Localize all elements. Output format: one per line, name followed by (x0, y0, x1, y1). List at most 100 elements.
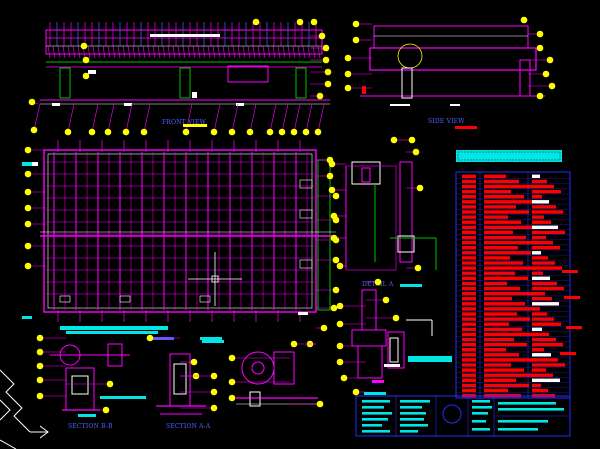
bom-cell-mark (484, 184, 532, 189)
bom-cell-mark (462, 286, 476, 291)
bom-cell-mark (484, 235, 526, 240)
truss-diagonal (282, 45, 286, 59)
bom-cell-mark (484, 322, 509, 326)
truss-diagonal (202, 45, 206, 59)
callout-bubble (548, 82, 556, 90)
truss-diagonal (107, 45, 111, 59)
bom-cell-mark (462, 291, 476, 296)
callout-bubble (352, 388, 360, 396)
truss-diagonal (77, 45, 81, 59)
crosshair-cursor-icon[interactable] (188, 252, 242, 306)
bom-cell-mark (484, 353, 519, 357)
bom-cell-mark (484, 297, 512, 301)
ucs-axis-icon (0, 369, 49, 449)
callout-bubble (30, 126, 38, 134)
bom-cell-mark (532, 271, 543, 275)
bom-cell-mark (462, 246, 476, 250)
title-block-text-line (362, 424, 382, 427)
plan-fitting (119, 295, 131, 303)
title-block-text-line (362, 412, 392, 415)
truss-diagonal (172, 45, 176, 59)
callout-bubble (318, 32, 326, 40)
callout-bubble (336, 302, 344, 310)
callout-bubble (328, 186, 336, 194)
bom-cell-mark (484, 363, 511, 367)
callout-bubble (64, 128, 72, 136)
callout-bubble (316, 400, 324, 408)
bom-cell-mark (532, 235, 546, 240)
callout-bubble (182, 128, 190, 136)
title-block-text-line (400, 406, 422, 409)
callout-bubble (352, 20, 360, 28)
leader-line (185, 103, 193, 133)
truss-diagonal (222, 45, 226, 59)
section-b-label: SECTION B-B (68, 423, 113, 430)
bom-cell-mark (462, 337, 476, 342)
truss-diagonal (97, 45, 101, 59)
title-block-text-line (364, 392, 386, 395)
bom-cell-mark (484, 332, 535, 337)
title-block-text-line (362, 430, 390, 433)
callout-bubble (210, 388, 218, 396)
bom-cell-mark (484, 388, 508, 393)
detail-a-callout-bubbles (328, 136, 424, 272)
callout-bubble (278, 128, 286, 136)
bom-cell-mark (462, 220, 476, 224)
callout-bubble (246, 128, 254, 136)
leader-line (91, 103, 99, 133)
truss-diagonal (87, 45, 91, 59)
bom-cell-mark (462, 312, 476, 316)
bom-cell-mark (462, 363, 476, 367)
bom-cell-mark (532, 251, 541, 255)
truss-diagonal (307, 45, 311, 59)
truss-diagonal (112, 45, 116, 59)
callout-bubble (414, 264, 422, 272)
truss-diagonal (52, 45, 56, 59)
callout-bubble (302, 128, 310, 136)
callout-bubble (210, 128, 218, 136)
callout-bubble (28, 98, 36, 106)
title-block-text-lines (362, 392, 564, 433)
bom-cell-mark (462, 281, 476, 286)
bom-cell-mark (532, 348, 544, 352)
callout-bubble (328, 160, 336, 168)
side-view-label: SIDE VIEW (428, 118, 465, 125)
truss-diagonal (177, 45, 181, 59)
truss-diagonal (232, 45, 236, 59)
title-block-text-line (472, 406, 492, 409)
callout-bubble (326, 172, 334, 180)
bom-cell-mark (532, 383, 541, 388)
bom-cell-mark (532, 215, 544, 219)
callout-bubble (332, 286, 340, 294)
bom-cell-mark (484, 312, 517, 316)
bom-cell-mark (462, 353, 476, 357)
bom-cell-mark (562, 270, 578, 273)
bom-cell-mark (532, 205, 556, 209)
truss-diagonal (207, 45, 211, 59)
bom-cell-mark (532, 281, 557, 286)
truss-diagonal (137, 45, 141, 59)
front-view-callout-bubbles (28, 18, 332, 136)
bom-cell-mark (532, 276, 550, 280)
callout-bubble (332, 256, 340, 264)
title-block-text-line (472, 428, 490, 431)
callout-bubble (290, 340, 298, 348)
bom-cell-mark (532, 388, 548, 393)
leader-line (231, 103, 239, 133)
bom-cell-mark (484, 348, 506, 352)
bom-cell-mark (462, 302, 476, 306)
bom-cell-mark (462, 215, 476, 219)
truss-diagonal (287, 45, 291, 59)
title-block-text-line (498, 420, 548, 423)
bom-cell-mark (564, 296, 580, 299)
callout-bubble (210, 372, 218, 380)
bom-cell-mark (532, 286, 564, 291)
title-block-text-line (400, 424, 428, 427)
callout-bubble (336, 320, 344, 328)
truss-diagonal (277, 45, 281, 59)
bom-cell-mark (462, 348, 476, 352)
title-block-text-line (498, 402, 556, 405)
bom-cell-mark (532, 200, 549, 204)
bom-cell-mark (532, 373, 553, 377)
